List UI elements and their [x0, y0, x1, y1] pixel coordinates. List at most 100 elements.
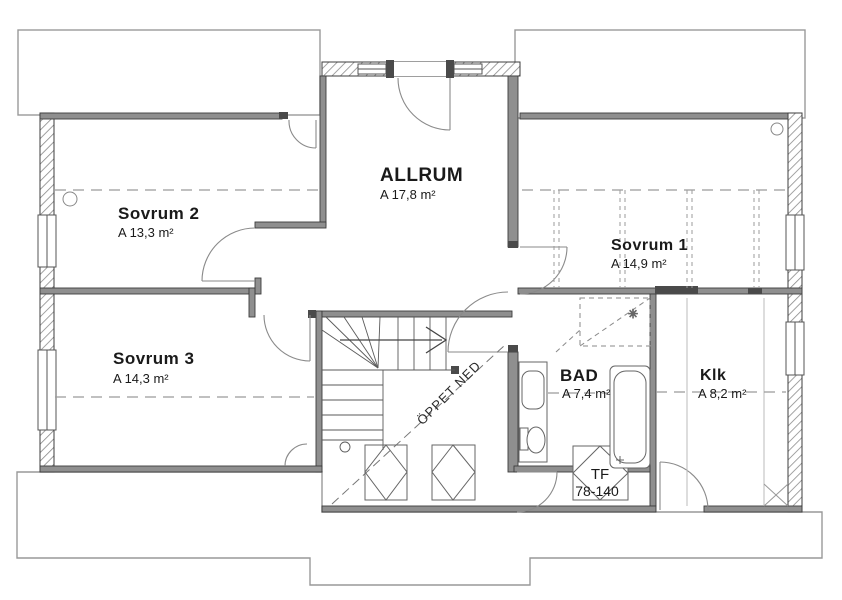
stair-winder [343, 316, 379, 369]
fixture-marker: ✳ [628, 307, 638, 321]
stair-direction-arrow [340, 326, 448, 354]
ceiling-height-lines [55, 189, 786, 398]
room-name: Klk [700, 367, 726, 384]
window-sovrum1-east [785, 214, 805, 271]
door-sovrum2-small [288, 119, 317, 149]
door-bad [447, 291, 509, 353]
room-sovrum3: Sovrum 3 A 14,3 m² [113, 349, 194, 386]
door-arc [201, 227, 256, 282]
door-arc [519, 246, 568, 295]
room-sovrum1: Sovrum 1 A 14,9 m² [611, 237, 688, 271]
section-line [331, 344, 506, 505]
open-below-label: ÖPPET NED [414, 358, 484, 428]
balcony-door-opening [394, 62, 446, 76]
detector-symbol [770, 122, 784, 136]
door-sovrum3 [263, 314, 311, 362]
washing-machine-provision [555, 297, 651, 353]
bathtub [609, 365, 651, 469]
room-name: ALLRUM [380, 165, 463, 186]
roof-window-diamond [364, 444, 408, 501]
wall-bottom-left [321, 505, 657, 513]
room-area: A 8,2 m² [698, 386, 747, 401]
wall-bad-klk-divider [649, 293, 657, 507]
room-name: Sovrum 3 [113, 349, 194, 368]
wall-sovrum1-north [519, 112, 789, 120]
wall-opening-bar [748, 288, 762, 294]
window-sovrum3-west [37, 349, 57, 431]
sliding-door-bar [655, 286, 698, 294]
wall-sovrum2-north [39, 112, 283, 120]
wall-klk-south [703, 505, 803, 513]
window-sovrum2-west [37, 214, 57, 268]
door-klk [659, 461, 709, 511]
roof-band-bottom [16, 471, 823, 586]
wall-sovrum2-door-stub [254, 277, 262, 295]
wall-east [787, 112, 803, 513]
roof-outline [16, 29, 823, 586]
door-balcony [397, 77, 451, 131]
roof-block-top-left [17, 29, 321, 116]
room-klk: Klk A 8,2 m² [698, 367, 747, 401]
window-klk-east [785, 321, 805, 376]
door-arc [447, 291, 509, 353]
room-area: A 14,3 m² [113, 371, 169, 386]
door-sovrum2 [201, 227, 256, 282]
stair-winder [361, 316, 379, 369]
room-allrum: ALLRUM A 17,8 m² [380, 165, 463, 202]
room-sovrum2: Sovrum 2 A 13,3 m² [118, 204, 199, 240]
sink [521, 370, 545, 410]
balcony-door-post-left [386, 60, 394, 78]
window-sidelight-right [453, 63, 483, 75]
closet-details [686, 298, 789, 507]
wall-sovrum3-south [39, 465, 323, 473]
bathroom-fixtures: ✳ [518, 297, 651, 469]
door-jamb-sovrum1 [508, 241, 518, 248]
door-arc [659, 461, 709, 511]
staircase [321, 316, 455, 453]
stair-newel-circle [339, 441, 351, 453]
room-bad: BAD A 7,4 m² [560, 366, 611, 401]
wall-jog-vertical [248, 287, 256, 318]
wall-allrum-west [319, 75, 327, 227]
wall-sovrum2-3-divider [39, 287, 256, 295]
sovrum2-door-post [279, 112, 288, 119]
door-eaves-storage [516, 471, 558, 513]
stair-winder [377, 316, 381, 369]
roof-window-2 [431, 444, 476, 501]
wall-allrum-east-lower [507, 351, 519, 473]
door-sovrum1 [519, 246, 568, 295]
sovrum3-door-post [308, 310, 316, 318]
wall-jog-horizontal [254, 221, 327, 229]
room-name: Sovrum 1 [611, 237, 688, 254]
door-arc [288, 119, 317, 149]
door-arc [516, 471, 558, 513]
room-area: A 14,9 m² [611, 256, 667, 271]
stair-winder [325, 316, 379, 369]
door-jamb-bad [508, 345, 518, 352]
balcony-door-post-right [446, 60, 454, 78]
window-sidelight-left [357, 63, 387, 75]
roof-window-1 [364, 444, 408, 501]
doors [201, 77, 709, 513]
room-area: A 7,4 m² [562, 386, 611, 401]
room-area: A 17,8 m² [380, 187, 436, 202]
roof-slope-marks [763, 483, 789, 507]
wall-stair-west [315, 310, 323, 473]
ceiling-fixtures [62, 122, 784, 207]
roof-window-size: 78-140 [575, 483, 619, 499]
wall-stair-north [321, 310, 513, 318]
stair-winder [321, 329, 379, 369]
room-area: A 13,3 m² [118, 225, 174, 240]
roof-window-diamond [431, 444, 476, 501]
door-arc [397, 77, 451, 131]
room-name: Sovrum 2 [118, 204, 199, 223]
toilet [519, 426, 546, 454]
detector-symbol [62, 191, 78, 207]
room-name: BAD [560, 366, 598, 385]
window-swing-sovrum3 [284, 443, 308, 467]
roof-window-code: TF [591, 466, 609, 483]
wall-allrum-east-upper [507, 75, 519, 248]
roof-block-top-right [514, 29, 806, 119]
